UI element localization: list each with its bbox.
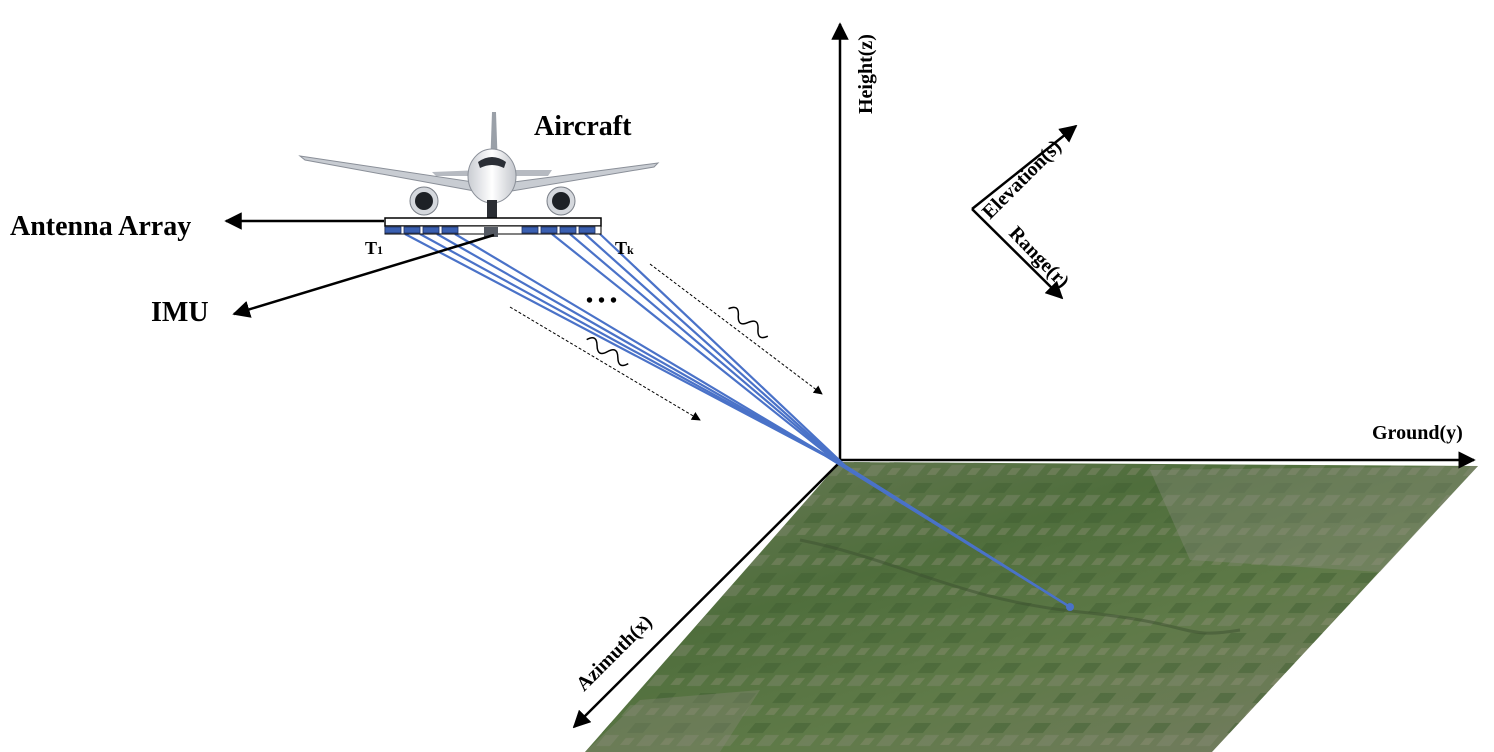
imu-label: IMU (151, 297, 209, 328)
ellipsis: • • • (586, 290, 617, 312)
tk-label: Tk (615, 238, 634, 258)
imu-unit (484, 227, 498, 237)
antenna-element (441, 226, 459, 234)
radar-beams (404, 233, 1074, 611)
antenna-array-label: Antenna Array (10, 211, 191, 242)
antenna-element (540, 226, 558, 234)
azimuth-axis-label: Azimuth(x) (572, 611, 657, 696)
beam-line (599, 233, 1071, 608)
signal-direction-arrows (509, 263, 823, 421)
t1-label: T1 (365, 238, 383, 258)
antenna-element (403, 226, 421, 234)
wave-icon (586, 306, 769, 367)
antenna-element (521, 226, 539, 234)
antenna-element (559, 226, 577, 234)
aircraft-label: Aircraft (534, 111, 632, 142)
antenna-element (578, 226, 596, 234)
ground-axis-label: Ground(y) (1372, 422, 1463, 444)
aircraft-icon (298, 112, 660, 218)
ground-map (585, 462, 1478, 752)
elevation-axis-label: Elevation(s) (978, 136, 1066, 224)
antenna-element (384, 226, 402, 234)
ground-target (1066, 603, 1074, 611)
antenna-element (422, 226, 440, 234)
antenna-array (384, 217, 602, 237)
range-axis-label: Range(r) (1004, 222, 1073, 292)
label-leaders (224, 212, 495, 318)
height-axis-label: Height(z) (855, 34, 877, 114)
azimuth-axis (572, 461, 841, 729)
elevation-range-axes (971, 124, 1078, 300)
